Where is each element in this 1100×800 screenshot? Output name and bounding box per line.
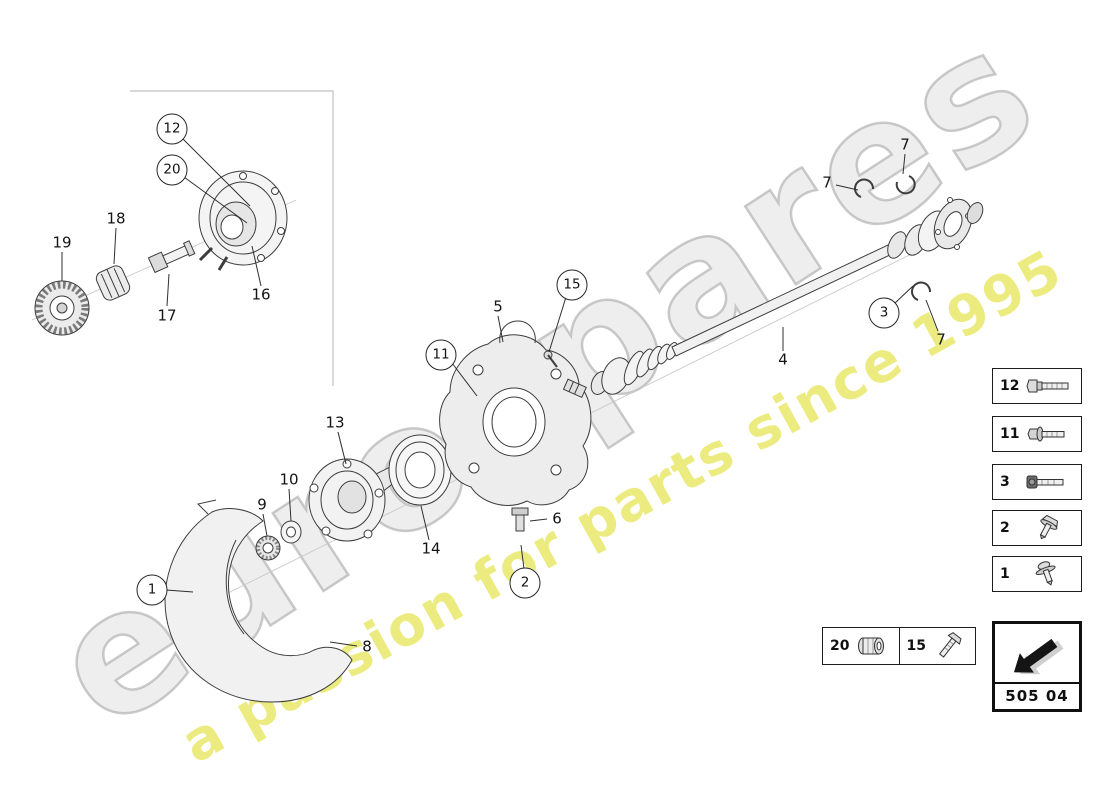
callout-18[interactable]: 18: [106, 209, 126, 228]
leader-lines: [61, 138, 939, 647]
screw-washer-icon: [1035, 561, 1056, 586]
callout-17[interactable]: 17: [157, 306, 177, 325]
callout-7-a[interactable]: 7: [822, 173, 832, 192]
long-bolt-icon: [938, 632, 962, 658]
callout-8[interactable]: 8: [362, 637, 372, 656]
part-drawing-5: [439, 320, 592, 506]
callout-20[interactable]: 20: [156, 154, 188, 186]
part-drawing-8: [164, 499, 353, 703]
callout-19[interactable]: 19: [52, 233, 72, 252]
legend-item-12[interactable]: 12: [992, 368, 1082, 404]
callout-13[interactable]: 13: [325, 413, 345, 432]
bottom-legend: 20 15: [822, 627, 976, 665]
callout-10[interactable]: 10: [279, 470, 299, 489]
back-arrow-icon[interactable]: [995, 624, 1079, 682]
legend-item-3[interactable]: 3: [992, 464, 1082, 500]
callout-5[interactable]: 5: [493, 297, 503, 316]
part-drawing-13: [308, 458, 401, 542]
callout-14[interactable]: 14: [421, 539, 441, 558]
part-drawing-4: [562, 197, 984, 399]
part-drawing-17: [147, 240, 196, 274]
legend-item-label: 11: [1000, 426, 1020, 442]
legend-item-2[interactable]: 2: [992, 510, 1082, 546]
part-drawing-18: [95, 265, 131, 301]
diagram-code: 505 04: [995, 682, 1079, 709]
part-drawing-14: [388, 434, 452, 506]
part-drawing-7: [854, 175, 932, 301]
legend-item-label: 20: [830, 638, 850, 654]
legend-item-label: 15: [906, 638, 926, 654]
callout-4[interactable]: 4: [778, 350, 788, 369]
diagram-nav-box[interactable]: 505 04: [992, 621, 1082, 712]
callout-12[interactable]: 12: [156, 113, 188, 145]
callout-7-c[interactable]: 7: [936, 330, 946, 349]
bushing-icon: [858, 637, 885, 655]
part-drawing-16: [198, 170, 288, 271]
legend-item-15[interactable]: 15: [898, 628, 976, 664]
legend-item-label: 2: [1000, 520, 1010, 536]
legend-item-11[interactable]: 11: [992, 416, 1082, 452]
callout-15[interactable]: 15: [556, 269, 588, 301]
part-drawing-9: [255, 535, 281, 561]
socket-head-screw-icon: [1026, 475, 1064, 489]
flange-bolt-icon: [1027, 426, 1065, 442]
part-drawing-19: [34, 280, 90, 336]
part-drawing-6: [511, 507, 529, 532]
callout-6[interactable]: 6: [552, 509, 562, 528]
callout-16[interactable]: 16: [251, 285, 271, 304]
callout-3[interactable]: 3: [868, 297, 900, 329]
hex-bolt-icon: [1026, 379, 1069, 393]
callout-2[interactable]: 2: [509, 567, 541, 599]
callout-1[interactable]: 1: [136, 574, 168, 606]
callout-11[interactable]: 11: [425, 339, 457, 371]
callout-9[interactable]: 9: [257, 495, 267, 514]
legend-item-label: 1: [1000, 566, 1010, 582]
hex-screw-washer-icon: [1039, 515, 1058, 540]
callout-7-b[interactable]: 7: [900, 135, 910, 154]
legend-item-20[interactable]: 20: [823, 628, 899, 664]
legend-item-label: 12: [1000, 378, 1020, 394]
legend-item-1[interactable]: 1: [992, 556, 1082, 592]
part-drawing-10: [280, 520, 302, 544]
legend-item-label: 3: [1000, 474, 1010, 490]
